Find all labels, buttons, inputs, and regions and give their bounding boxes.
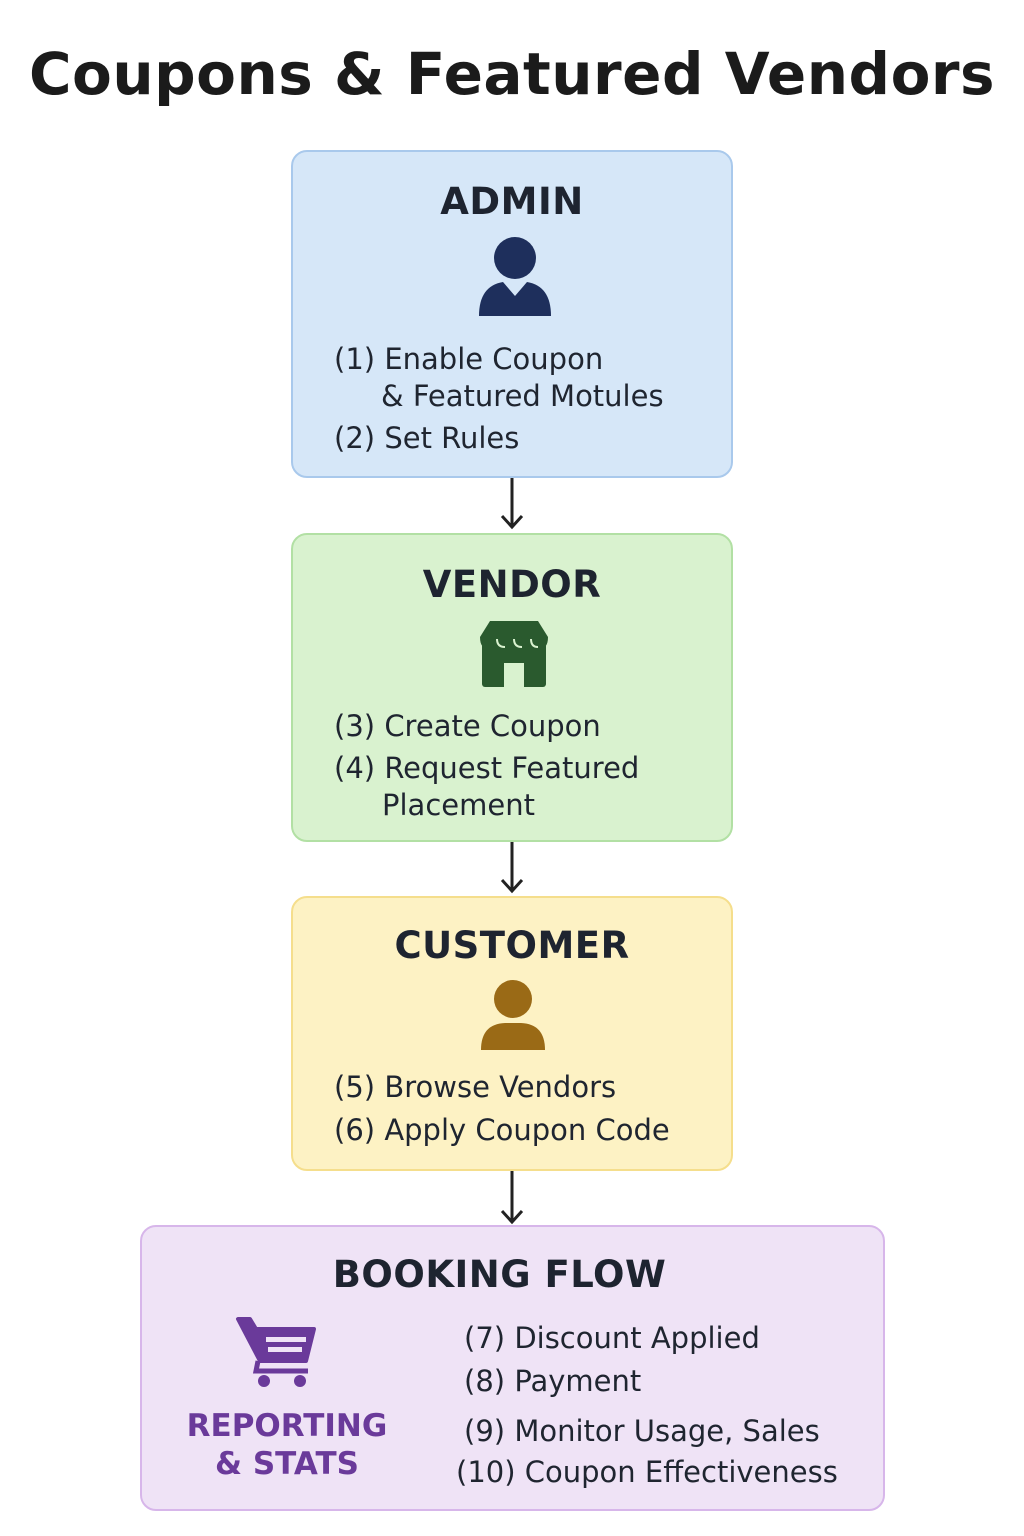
vendor-step-3: (3) Create Coupon	[334, 709, 601, 743]
step-number: (7)	[464, 1321, 506, 1355]
reporting-stats-label: REPORTING & STATS	[182, 1407, 392, 1483]
arrow-down-icon	[500, 1171, 524, 1225]
shopping-cart-icon	[236, 1317, 316, 1387]
step-text: Payment	[514, 1364, 642, 1398]
step-number: (6)	[334, 1113, 376, 1147]
customer-heading: CUSTOMER	[394, 924, 630, 967]
admin-step-1-cont: & Featured Motules	[381, 379, 664, 413]
customer-person-icon	[481, 980, 545, 1050]
booking-flow-box: BOOKING FLOW REPORTING & STATS (7) Disco…	[140, 1225, 885, 1511]
admin-person-icon	[479, 237, 551, 316]
arrow-down-icon	[500, 842, 524, 894]
step-number: (8)	[464, 1364, 506, 1398]
diagram-title: Coupons & Featured Vendors	[28, 40, 996, 108]
vendor-box: VENDOR (3) Create Coupon (4) Request Fea…	[291, 533, 733, 842]
reporting-line-1: REPORTING	[186, 1408, 388, 1444]
step-number: (4)	[334, 751, 376, 785]
step-number: (10)	[456, 1455, 516, 1489]
customer-step-5: (5) Browse Vendors	[334, 1070, 616, 1104]
admin-step-2: (2) Set Rules	[334, 421, 519, 455]
booking-step-10: (10) Coupon Effectiveness	[456, 1455, 838, 1489]
step-number: (9)	[464, 1414, 506, 1448]
step-number: (1)	[334, 342, 376, 376]
vendor-step-4-cont: Placement	[382, 788, 535, 822]
admin-box: ADMIN (1) Enable Coupon & Featured Motul…	[291, 150, 733, 478]
vendor-heading: VENDOR	[422, 563, 602, 606]
step-text: Set Rules	[384, 421, 520, 455]
booking-step-8: (8) Payment	[464, 1364, 641, 1398]
step-text: Apply Coupon Code	[384, 1113, 670, 1147]
admin-step-1: (1) Enable Coupon	[334, 342, 603, 376]
step-text: Request Featured	[384, 751, 640, 785]
customer-step-6: (6) Apply Coupon Code	[334, 1113, 670, 1147]
booking-heading: BOOKING FLOW	[332, 1253, 667, 1296]
step-text: Browse Vendors	[384, 1070, 617, 1104]
storefront-icon	[480, 621, 548, 687]
step-text: Discount Applied	[514, 1321, 760, 1355]
reporting-line-2: & STATS	[215, 1446, 359, 1482]
step-text: Create Coupon	[384, 709, 601, 743]
booking-step-9: (9) Monitor Usage, Sales	[464, 1414, 820, 1448]
admin-heading: ADMIN	[440, 180, 584, 223]
arrow-down-icon	[500, 478, 524, 530]
step-number: (3)	[334, 709, 376, 743]
vendor-step-4: (4) Request Featured	[334, 751, 639, 785]
step-text: Monitor Usage, Sales	[514, 1414, 820, 1448]
step-number: (2)	[334, 421, 376, 455]
customer-box: CUSTOMER (5) Browse Vendors (6) Apply Co…	[291, 896, 733, 1171]
step-text: Enable Coupon	[384, 342, 604, 376]
step-text: Coupon Effectiveness	[524, 1455, 838, 1489]
booking-step-7: (7) Discount Applied	[464, 1321, 760, 1355]
step-number: (5)	[334, 1070, 376, 1104]
